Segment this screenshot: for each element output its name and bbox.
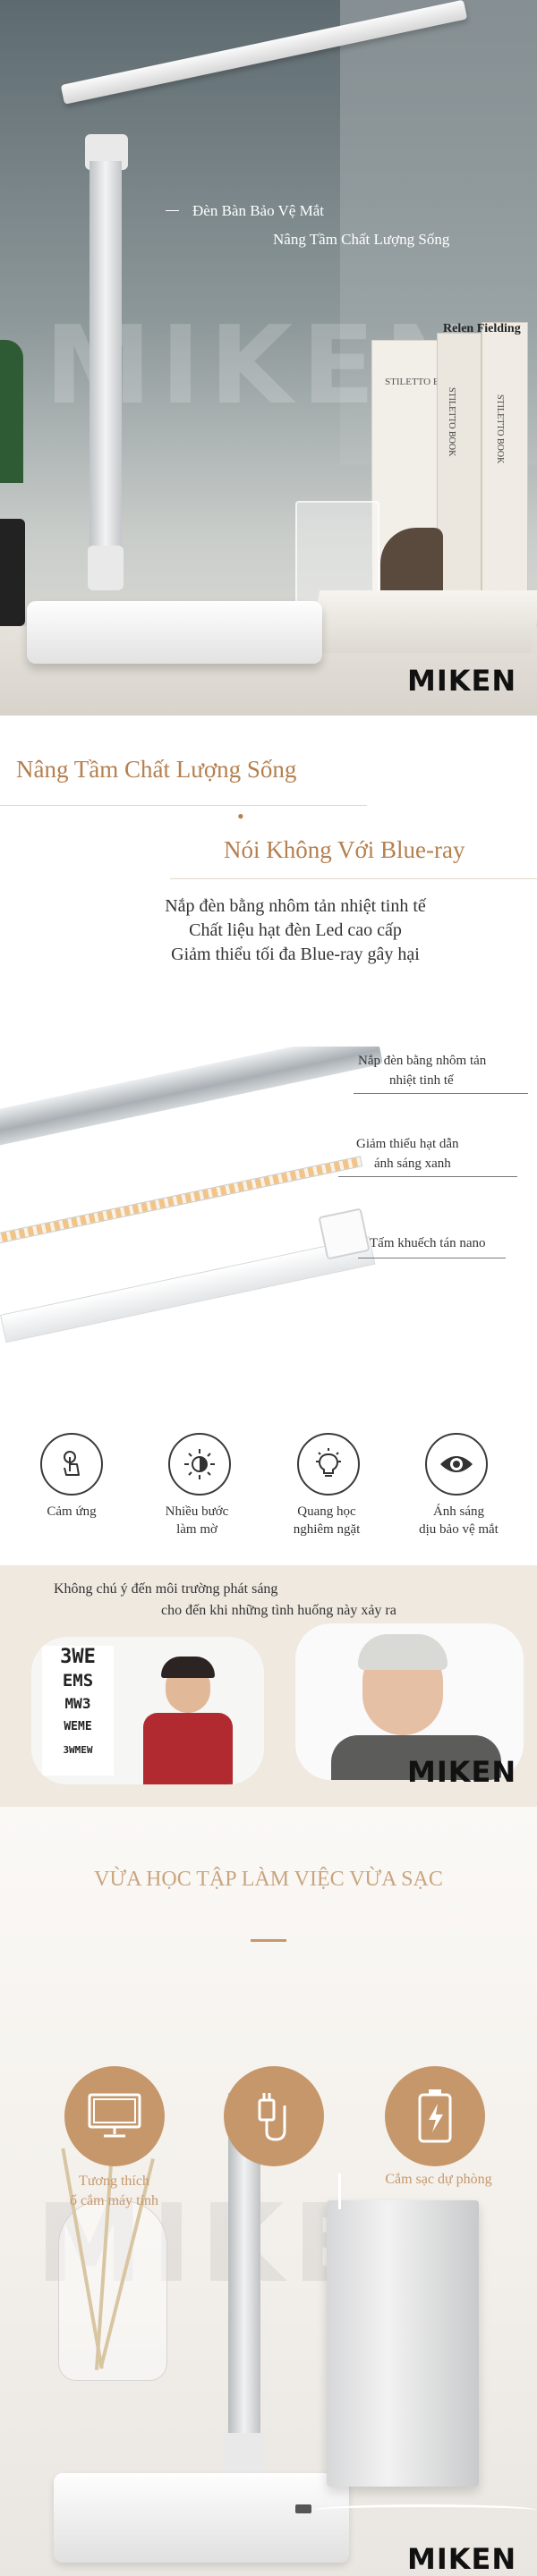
lamp-arm: [90, 161, 122, 590]
charge-title: VỪA HỌC TẬP LÀM VIỆC VỪA SẠC: [94, 1868, 443, 1891]
brightness-icon: [168, 1433, 231, 1496]
usb-cable: [313, 2504, 537, 2516]
part-label-2-line-2: ánh sáng xanh: [374, 1157, 451, 1171]
brand-logo: MIKEN: [407, 1755, 517, 1789]
lamp-base: [54, 2473, 349, 2563]
part-leader-1: [354, 1093, 528, 1094]
part-label-3: Tấm khuếch tán nano: [370, 1236, 486, 1250]
environment-section: Không chú ý đến môi trường phát sáng cho…: [0, 1565, 537, 1807]
charge-item-1-label: Tương thích ổ cắm máy tính: [36, 2172, 192, 2211]
feature-optics-label: Quang học nghiêm ngặt: [282, 1503, 371, 1538]
eye-chart-row: 3WE: [60, 1646, 96, 1668]
feature-label-line-2: dịu bảo vệ mắt: [419, 1522, 499, 1537]
part-label-2-line-1: Giảm thiểu hạt dẫn: [356, 1137, 459, 1151]
elderly-photo: [295, 1623, 524, 1780]
book-spine-1: STILETTO BOOK: [437, 333, 482, 594]
hero-text-line-deco: [166, 210, 179, 211]
lamp-hinge-bottom: [88, 546, 124, 590]
env-line-2: cho đến khi những tình huống này xảy ra: [161, 1603, 396, 1618]
charge-title-underline: [251, 1939, 286, 1942]
hero-line-1: Đèn Bàn Bảo Vệ Mắt: [192, 202, 324, 219]
slogan-line-2: Chất liệu hạt đèn Led cao cấp: [189, 920, 402, 940]
hero-section: MIKEN STILETTO BOOK STILETTO BOOK STILET…: [0, 0, 537, 716]
book-spine-2: STILETTO BOOK: [482, 322, 528, 592]
child-sweater: [143, 1713, 233, 1784]
slogan-title-2: Nói Không Với Blue-ray: [224, 836, 465, 863]
monitor-icon: [64, 2066, 165, 2166]
plant-pot: [0, 519, 25, 626]
elderly-hair: [358, 1634, 448, 1670]
charge-item-1-line-2: ổ cắm máy tính: [69, 2193, 159, 2208]
part-label-1-line-2: nhiệt tinh tế: [389, 1073, 454, 1088]
magazine: [306, 590, 537, 653]
env-line-1: Không chú ý đến môi trường phát sáng: [54, 1581, 278, 1597]
part-label-1: Nắp đèn bằng nhôm tản nhiệt tinh tế: [358, 1051, 486, 1090]
feature-label-line-1: Ánh sáng: [432, 1504, 485, 1519]
book-spine-text: STILETTO BOOK: [495, 394, 505, 464]
touch-icon: [40, 1433, 103, 1496]
slogan-text-block: Nắp đèn bằng nhôm tản nhiệt tinh tế Chất…: [0, 894, 537, 967]
feature-dimming: [168, 1433, 231, 1496]
book-title-text: Relen Fielding: [443, 322, 521, 335]
feature-eye-care-label: Ánh sáng dịu bảo vệ mắt: [407, 1503, 510, 1538]
part-label-1-line-1: Nắp đèn bằng nhôm tản: [358, 1054, 487, 1068]
slogan-bullet: •: [237, 805, 244, 827]
led-strip: [0, 1156, 363, 1245]
feature-optics: [297, 1433, 360, 1496]
feature-label-line-2: nghiêm ngặt: [293, 1522, 361, 1537]
slogan-title-1: Nâng Tầm Chất Lượng Sống: [16, 756, 297, 783]
slogan-divider-1: [0, 805, 367, 806]
slogan-section: Nâng Tầm Chất Lượng Sống • Nói Không Với…: [0, 716, 537, 1046]
hero-line-2: Nâng Tầm Chất Lượng Sống: [273, 231, 450, 248]
feature-label-line-2: làm mờ: [176, 1522, 217, 1537]
diffuser-end-cap: [318, 1208, 371, 1260]
eye-chart-row: MW3: [64, 1695, 91, 1712]
part-leader-2: [338, 1176, 517, 1177]
power-bank-cable: [338, 2174, 341, 2209]
brand-logo: MIKEN: [407, 664, 517, 698]
battery-charge-icon: [385, 2066, 485, 2166]
charge-item-1-line-1: Tương thích: [79, 2174, 149, 2189]
feature-dimming-label: Nhiều bước làm mờ: [152, 1503, 242, 1538]
nano-diffuser: [0, 1236, 376, 1343]
feature-touch-label: Cảm ứng: [27, 1503, 116, 1521]
lamp-base: [27, 601, 322, 664]
aluminum-cover: [0, 1046, 384, 1152]
elderly-shirt: [331, 1735, 501, 1780]
feature-label-line-1: Quang học: [297, 1504, 356, 1519]
power-bank: [327, 2200, 479, 2487]
brand-logo: MIKEN: [407, 2542, 517, 2576]
part-label-2: Giảm thiểu hạt dẫn ánh sáng xanh: [356, 1134, 459, 1174]
book-spine-text: STILETTO BOOK: [447, 387, 456, 457]
bulb-icon: [297, 1433, 360, 1496]
child-photo: 3WE EMS MW3 WEME 3WMEW: [31, 1637, 264, 1784]
feature-eye-care: [425, 1433, 488, 1496]
eye-chart-row: EMS: [62, 1671, 94, 1690]
feature-touch: [40, 1433, 103, 1496]
feature-label-line-1: Cảm ứng: [47, 1504, 97, 1519]
charging-section: MIKEN VỪA HỌC TẬP LÀM VIỆC VỪA SẠC Tương…: [0, 1807, 537, 2576]
feature-label-line-1: Nhiều bước: [165, 1504, 229, 1519]
slogan-divider-2: [170, 878, 537, 879]
eye-chart-row: WEME: [64, 1720, 92, 1733]
features-section: Cảm ứng Nhiều bước làm mờ Quang học nghi…: [0, 1404, 537, 1566]
eye-chart: 3WE EMS MW3 WEME 3WMEW: [42, 1646, 114, 1775]
charge-item-2-label: Cắm sạc dự phòng: [385, 2172, 492, 2187]
slogan-line-3: Giảm thiểu tối đa Blue-ray gây hại: [171, 945, 420, 964]
eye-chart-row: 3WMEW: [63, 1744, 93, 1756]
parts-section: Nắp đèn bằng nhôm tản nhiệt tinh tế Giảm…: [0, 1046, 537, 1404]
usb-port: [295, 2504, 311, 2513]
slogan-line-1: Nắp đèn bằng nhôm tản nhiệt tinh tế: [165, 896, 426, 916]
eye-icon: [425, 1433, 488, 1496]
plant-leaves: [0, 340, 23, 483]
usb-cable-icon: [224, 2066, 324, 2166]
child-hair: [161, 1657, 215, 1678]
ornament-shoe: [380, 528, 443, 599]
